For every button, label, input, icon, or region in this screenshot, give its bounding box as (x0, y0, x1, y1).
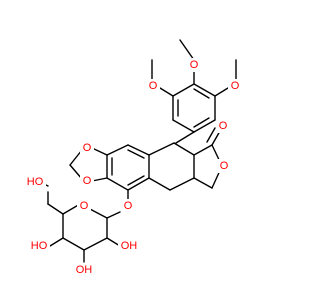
glucose-ring (39, 181, 121, 263)
aromatic-core-ring (106, 144, 150, 191)
atom-o-glycosidic: O (124, 200, 133, 212)
atom-o-methoxy-top: O (190, 59, 199, 71)
aryl-core-bond (175, 131, 195, 144)
lactone-ring (193, 127, 223, 189)
atom-o-methoxy-right: O (231, 80, 240, 92)
atom-o-methoxy-left: O (149, 80, 158, 92)
atom-oh-c3: OH (76, 264, 93, 276)
atom-labels: O O O O O O O O O HO OH OH HO (24, 58, 242, 277)
atom-oh-c2: OH (121, 240, 138, 252)
atom-o-dioxole-top: O (83, 142, 92, 154)
atom-oh-hydroxymethyl: HO (27, 176, 44, 188)
atom-o-lactone-ring: O (220, 160, 229, 172)
atom-oh-c4: HO (31, 240, 48, 252)
glycosidic-link (106, 189, 129, 219)
atom-o-sugar-ring: O (80, 200, 89, 212)
molecule-structure-diagram: O O O O O O O O O HO OH OH HO (24, 39, 242, 277)
tetrahydro-ring (148, 142, 195, 191)
trimethoxyphenyl-ring (172, 83, 216, 133)
atom-o-carbonyl: O (219, 120, 228, 132)
atom-o-dioxole-bottom: O (83, 175, 92, 187)
